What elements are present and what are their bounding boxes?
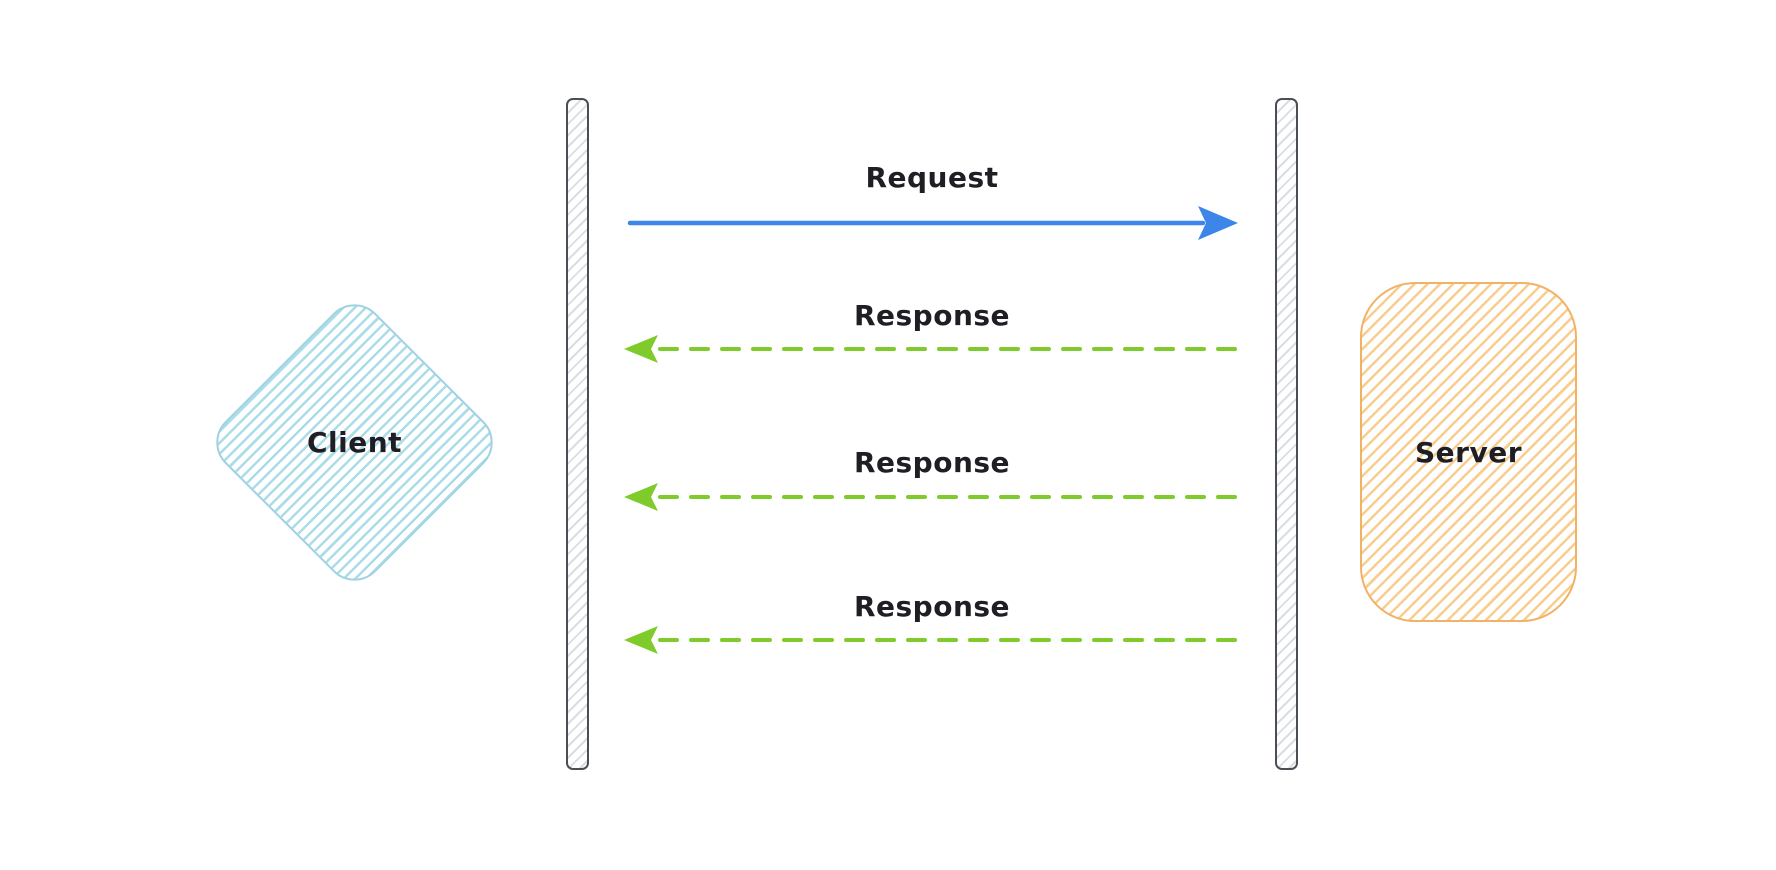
response-arrow-2	[624, 483, 1242, 511]
response-label-2: Response	[853, 446, 1011, 479]
client-lifeline-bar	[566, 98, 589, 770]
request-arrow	[627, 206, 1238, 240]
response-label-3: Response	[853, 590, 1011, 623]
server-node: Server	[1360, 282, 1577, 622]
response-arrow-1	[624, 335, 1242, 363]
client-node-label: Client	[306, 426, 403, 459]
response-arrow-3	[624, 626, 1242, 654]
response-label-1: Response	[853, 299, 1011, 332]
client-node: Client	[203, 291, 506, 594]
server-node-label: Server	[1414, 435, 1522, 469]
request-label: Request	[865, 161, 999, 194]
server-lifeline-bar	[1275, 98, 1298, 770]
